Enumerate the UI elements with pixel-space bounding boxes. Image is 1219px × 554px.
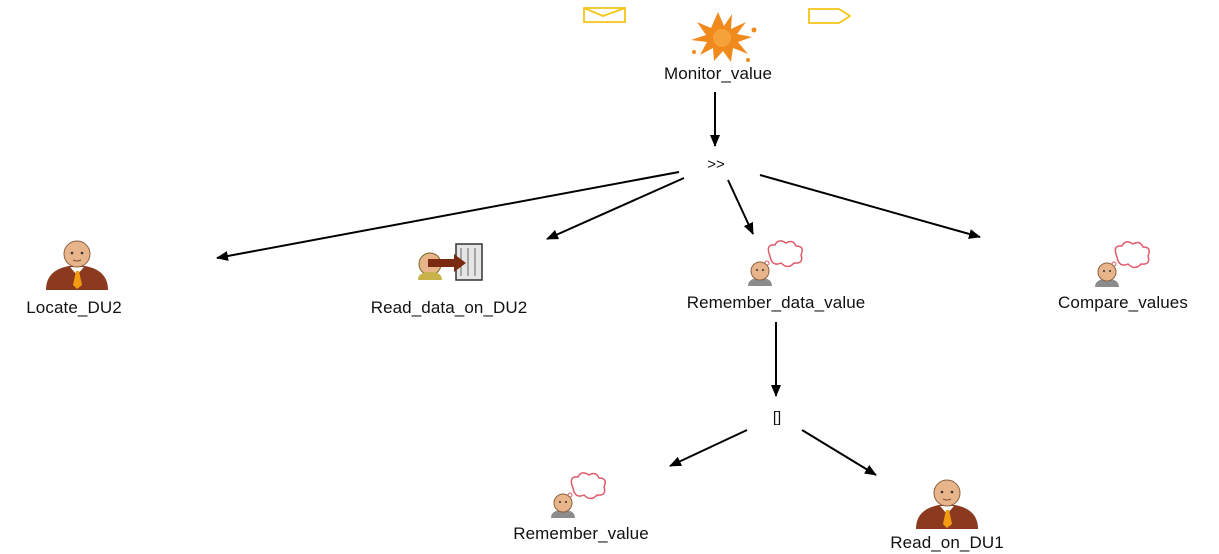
thinking-user-icon xyxy=(1095,241,1150,287)
user-icon xyxy=(916,479,978,529)
thinking-user-icon xyxy=(748,240,803,286)
task-label-read-on-du1[interactable]: Read_on_DU1 xyxy=(890,533,1004,552)
edge-sequence-compare xyxy=(759,174,981,239)
edges xyxy=(216,92,981,476)
task-label-locate-du2[interactable]: Locate_DU2 xyxy=(26,298,122,317)
task-label-read-data-on-du2[interactable]: Read_data_on_DU2 xyxy=(370,298,528,317)
task-label-compare-values[interactable]: Compare_values xyxy=(1058,293,1188,312)
splash-goal-icon xyxy=(691,12,757,62)
thinking-user-icon xyxy=(551,472,606,518)
user-reading-screen-icon xyxy=(418,243,483,281)
pentagon-tag-icon xyxy=(808,8,852,24)
choice-operator[interactable]: [] xyxy=(772,409,782,426)
edge-choice-remember-value xyxy=(669,429,748,467)
edge-sequence-locate xyxy=(216,171,680,261)
sequence-operator[interactable]: >> xyxy=(707,156,725,173)
root-task-label[interactable]: Monitor_value xyxy=(663,64,773,83)
task-label-remember-value[interactable]: Remember_value xyxy=(513,524,649,543)
task-label-remember-data-value[interactable]: Remember_data_value xyxy=(686,293,866,312)
envelope-icon xyxy=(583,7,626,23)
edge-sequence-remember-data xyxy=(727,179,754,235)
edge-choice-read-du1 xyxy=(801,429,877,476)
edge-sequence-read-du2 xyxy=(546,177,685,240)
user-icon xyxy=(46,240,108,290)
